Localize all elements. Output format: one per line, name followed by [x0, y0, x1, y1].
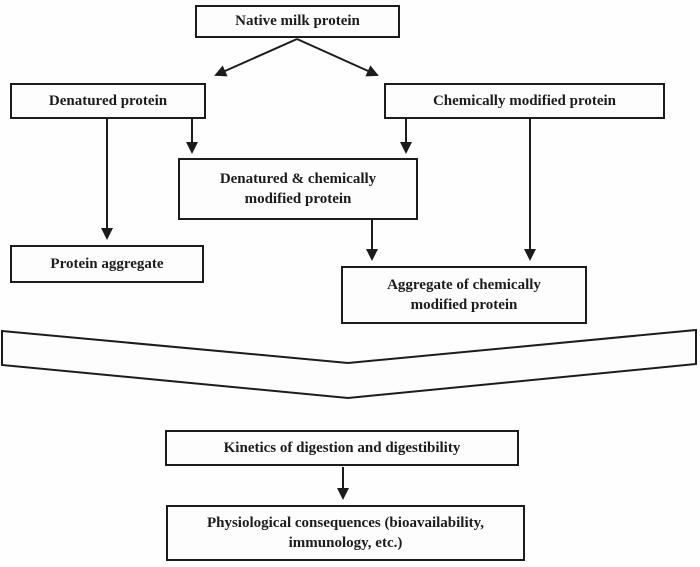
node-physiological-consequences: Physiological consequences (bioavailabil… [166, 505, 525, 561]
node-denatured-and-chemically-modified-protein: Denatured & chemically modified protein [178, 158, 418, 220]
node-protein-aggregate: Protein aggregate [10, 245, 204, 283]
node-denatured-protein: Denatured protein [10, 83, 206, 119]
node-native-milk-protein-label: Native milk protein [235, 13, 360, 30]
node-kinetics-of-digestion: Kinetics of digestion and digestibility [165, 430, 519, 466]
node-chemically-modified-protein: Chemically modified protein [384, 83, 665, 119]
node-denatured-and-chemically-modified-protein-label: Denatured & chemically modified protein [219, 170, 377, 207]
arrow-native-to-denatured [214, 38, 298, 77]
node-physiological-consequences-label: Physiological consequences (bioavailabil… [206, 514, 485, 551]
node-aggregate-of-chemically-modified-protein: Aggregate of chemically modified protein [341, 266, 587, 324]
arrow-native-to-chem-modified [296, 38, 379, 77]
node-chemically-modified-protein-label: Chemically modified protein [432, 92, 617, 109]
node-native-milk-protein: Native milk protein [195, 5, 400, 38]
node-aggregate-of-chemically-modified-protein-label: Aggregate of chemically modified protein [387, 276, 541, 313]
node-denatured-protein-label: Denatured protein [48, 92, 168, 109]
node-kinetics-of-digestion-label: Kinetics of digestion and digestibility [223, 439, 461, 456]
node-protein-aggregate-label: Protein aggregate [50, 255, 164, 272]
chevron-funnel-band [1, 328, 697, 400]
